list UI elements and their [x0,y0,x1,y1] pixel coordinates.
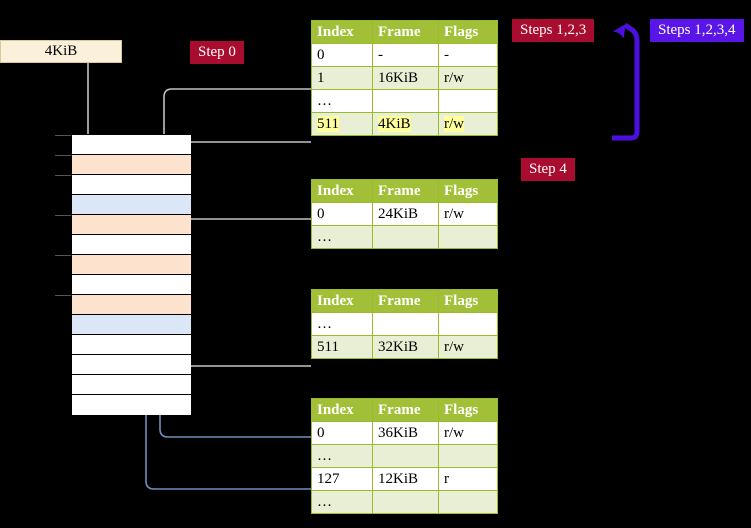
memory-frame-row [72,235,191,255]
cell-index: 0 [311,43,373,67]
memory-tick-mark [55,135,71,136]
table-row[interactable]: … [311,225,498,249]
cell-index: … [311,490,373,514]
column-header-flags: Flags [438,289,498,313]
memory-frame-row [72,335,191,355]
cell-frame [372,444,439,468]
badge-step-4: Step 4 [521,158,575,181]
cell-flags: r/w [438,202,498,226]
badge-steps-1234: Steps 1,2,3,4 [650,19,744,42]
column-header-frame: Frame [372,20,439,44]
cell-index: 0 [311,202,373,226]
cell-frame [372,225,439,249]
cell-flags [438,225,498,249]
cell-frame [372,490,439,514]
cell-flags [438,490,498,514]
table-row[interactable]: … [311,490,498,514]
column-header-index: Index [311,20,373,44]
cell-frame: 32KiB [372,335,439,359]
memory-frame-row [72,135,191,155]
badge-steps-123: Steps 1,2,3 [512,19,595,42]
cell-frame: - [372,43,439,67]
cell-flags: r/w [438,421,498,445]
table-row[interactable]: … [311,89,498,113]
column-header-index: Index [311,398,373,422]
memory-frame-row [72,175,191,195]
memory-frame-row [72,375,191,395]
cell-index: 0 [311,421,373,445]
cell-index: … [311,312,373,336]
memory-tick-mark [55,175,71,176]
memory-frame-row [72,295,191,315]
column-header-frame: Frame [372,398,439,422]
cell-flags: r/w [438,112,498,136]
cell-index: … [311,89,373,113]
column-header-flags: Flags [438,179,498,203]
arrow-table3-row511-to-memory [174,314,311,367]
physical-memory-column [71,134,191,415]
memory-frame-row [72,395,191,415]
column-header-index: Index [311,179,373,203]
cell-frame: 24KiB [372,202,439,226]
memory-tick-mark [55,255,71,256]
column-header-frame: Frame [372,179,439,203]
cell-index: 1 [311,66,373,90]
cell-frame [372,89,439,113]
memory-frame-row [72,215,191,235]
column-header-index: Index [311,289,373,313]
memory-frame-row [72,255,191,275]
cell-flags: - [438,43,498,67]
cell-flags: r [438,467,498,491]
arrow-table1-row511-to-memory [176,141,311,158]
memory-size-box: 4KiB [0,40,122,63]
cell-flags [438,312,498,336]
arrow-table2-row0-to-memory [181,218,311,266]
cell-flags: r/w [438,66,498,90]
arrow-steps-loop [612,22,640,141]
cell-frame: 36KiB [372,421,439,445]
memory-frame-row [72,155,191,175]
column-header-flags: Flags [438,398,498,422]
cell-index: … [311,444,373,468]
cell-flags [438,89,498,113]
column-header-flags: Flags [438,20,498,44]
cell-flags [438,444,498,468]
memory-tick-mark [55,155,71,156]
memory-tick-mark [55,295,71,296]
table-row[interactable]: … [311,444,498,468]
column-header-frame: Frame [372,289,439,313]
cell-frame: 16KiB [372,66,439,90]
table-row[interactable]: … [311,312,498,336]
memory-frame-row [72,275,191,295]
cell-frame: 12KiB [372,467,439,491]
cell-flags: r/w [438,335,498,359]
cell-frame: 4KiB [372,112,439,136]
memory-frame-row [72,195,191,215]
cell-index: 511 [311,112,373,136]
cell-index: 511 [311,335,373,359]
table-row[interactable]: 0-- [311,43,498,67]
memory-frame-row [72,315,191,335]
badge-step-0: Step 0 [190,41,244,64]
cell-index: … [311,225,373,249]
cell-frame [372,312,439,336]
memory-frame-row [72,355,191,375]
memory-tick-mark [55,215,71,216]
cell-index: 127 [311,467,373,491]
